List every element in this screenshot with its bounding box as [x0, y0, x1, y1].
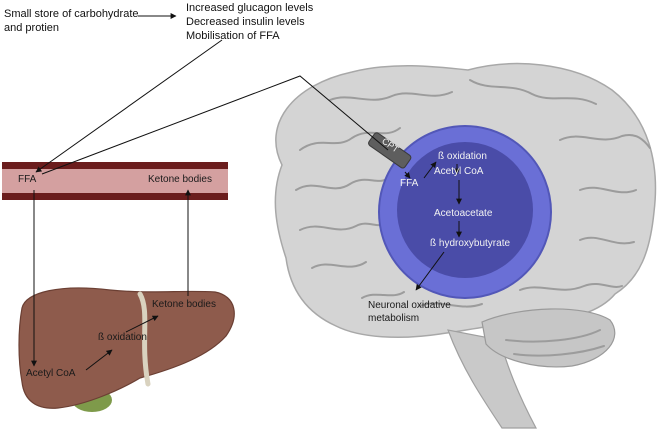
liver-body	[18, 287, 235, 409]
effect-glucagon: Increased glucagon levels	[186, 2, 314, 14]
trigger-line-1: Small store of carbohydrate	[4, 8, 139, 20]
arrow-cpt-to-ffa	[404, 171, 411, 179]
neuronal-metabolism-label: Neuronal oxidative metabolism	[368, 300, 451, 325]
effect-insulin: Decreased insulin levels	[186, 15, 305, 28]
arrow-oxidation-to-ketone	[125, 315, 159, 333]
connectors	[31, 13, 462, 371]
metabolism-line-1: Neuronal oxidative	[368, 300, 451, 311]
arrow-effects-to-ffa	[35, 39, 223, 173]
step-oxidation: ß oxidation	[438, 151, 487, 162]
step-acetoacetate: Acetoacetate	[434, 208, 493, 219]
cell-inner-matrix	[397, 142, 533, 278]
brain-stem	[447, 329, 537, 429]
line-ffa-to-cpt	[41, 75, 389, 175]
cpt-transporter	[368, 132, 412, 169]
trigger-label: Small store of carbohydrate and protien	[4, 8, 139, 36]
liver-acetyl-label: Acetyl CoA	[26, 368, 76, 379]
neuron-cell	[378, 125, 552, 299]
liver-ketone-label: Ketone bodies	[152, 299, 216, 310]
effect-ffa-mobilisation: Mobilisation of FFA	[186, 29, 280, 42]
brain-folds	[295, 79, 651, 357]
vessel-ffa-label: FFA	[18, 174, 37, 185]
liver	[18, 287, 235, 412]
step-acetyl-coa: Acetyl CoA	[434, 166, 484, 177]
arrow-hydroxybutyrate-to-metabolism	[415, 251, 445, 291]
effects-list: Increased glucagon levels Decreased insu…	[186, 2, 313, 43]
brain-ffa-label: FFA	[400, 178, 419, 189]
liver-ligament	[137, 291, 151, 387]
arrow-acetyl-to-oxidation	[85, 349, 113, 371]
arrow-ffa-to-oxidation	[423, 161, 437, 179]
trigger-line-2: and protien	[4, 21, 60, 34]
step-hydroxybutyrate: ß hydroxybutyrate	[430, 238, 511, 249]
vessel-ketone-label: Ketone bodies	[148, 174, 212, 185]
metabolism-line-2: metabolism	[368, 312, 420, 324]
liver-oxidation-label: ß oxidation	[98, 332, 147, 343]
